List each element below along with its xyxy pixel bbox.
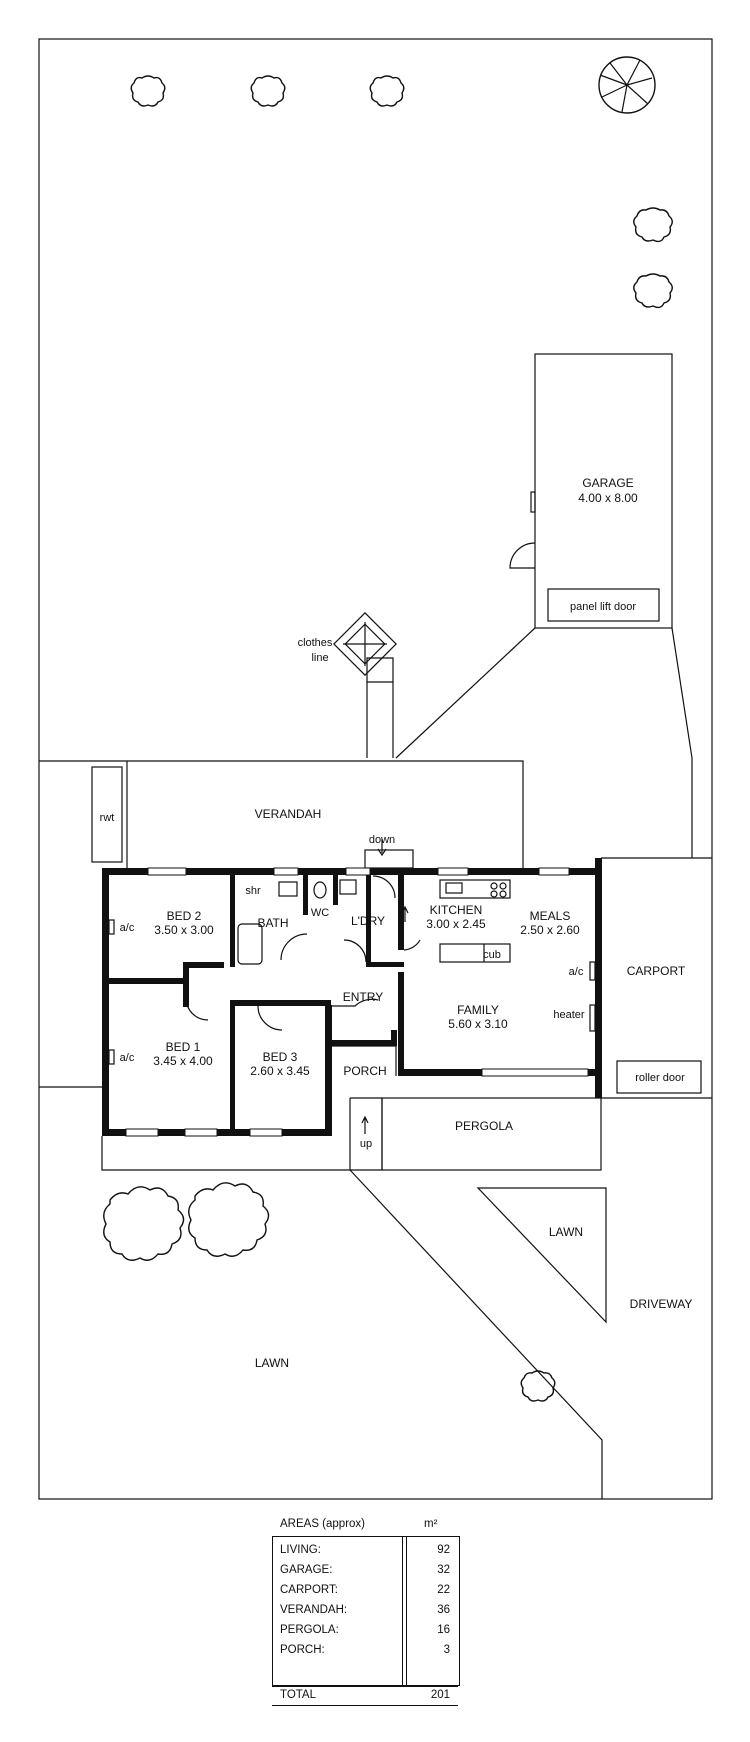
areas-title: AREAS (approx) xyxy=(280,1518,366,1530)
areas-box xyxy=(272,1536,460,1686)
garage-dims: 4.00 x 8.00 xyxy=(578,491,638,505)
garage-label: GARAGE xyxy=(582,476,633,490)
tree-icon xyxy=(250,75,286,107)
roller-door-label: roller door xyxy=(635,1072,685,1084)
areas-unit: m² xyxy=(424,1518,438,1530)
steps-down xyxy=(364,849,414,869)
basin xyxy=(278,881,298,897)
windows xyxy=(125,867,589,1137)
areas-row: LIVING: 92 xyxy=(280,1544,450,1556)
carport-label: CARPORT xyxy=(627,964,686,978)
clothes-line-label: clothes xyxy=(298,637,333,649)
garage-side-door xyxy=(509,542,536,569)
lawn-right-label: LAWN xyxy=(549,1225,583,1239)
roller-door xyxy=(616,1060,702,1094)
ac-bed1-label: a/c xyxy=(120,1052,135,1064)
bed3-label: BED 3 xyxy=(263,1050,298,1064)
door-swings xyxy=(185,875,421,1031)
shrub-icon xyxy=(103,1186,185,1261)
ac-family-label: a/c xyxy=(569,966,584,978)
shr-label: shr xyxy=(245,885,261,897)
verandah-label: VERANDAH xyxy=(255,807,322,821)
family-label: FAMILY xyxy=(457,1003,499,1017)
tree-icon xyxy=(520,1370,556,1402)
bed2-label: BED 2 xyxy=(167,909,202,923)
driveway-label: DRIVEWAY xyxy=(630,1297,693,1311)
pergola-label: PERGOLA xyxy=(455,1119,513,1133)
areas-total-row: TOTAL 201 xyxy=(272,1686,458,1706)
toilet xyxy=(313,881,327,899)
tree-icon xyxy=(633,273,673,309)
driveway-edge xyxy=(671,627,693,858)
tree-icon xyxy=(369,75,405,107)
lawn-triangle xyxy=(476,1187,607,1324)
path-line xyxy=(395,627,536,759)
palm-tree-icon xyxy=(598,56,656,114)
up-label: up xyxy=(360,1138,372,1150)
down-label: down xyxy=(369,834,395,846)
meals-dims: 2.50 x 2.60 xyxy=(520,923,580,937)
bath-label: BATH xyxy=(257,916,288,930)
lawn-label: LAWN xyxy=(255,1356,289,1370)
rainwater-tank xyxy=(91,766,123,863)
property-boundary xyxy=(38,38,713,1500)
panel-lift-door-label: panel lift door xyxy=(570,601,636,613)
wc-label: WC xyxy=(311,907,329,919)
areas-total-value: 201 xyxy=(430,1689,450,1701)
bed1-label: BED 1 xyxy=(166,1040,201,1054)
panel-lift-door xyxy=(547,588,660,622)
kitchen-label: KITCHEN xyxy=(430,903,483,917)
areas-row: PORCH: 3 xyxy=(280,1644,450,1656)
areas-row: PERGOLA: 16 xyxy=(280,1624,450,1636)
clothes-line-label-2: line xyxy=(311,652,328,664)
kitchen-cupboard xyxy=(439,943,511,963)
heater-label: heater xyxy=(553,1009,585,1021)
bed1-dims: 3.45 x 4.00 xyxy=(153,1054,213,1068)
cub-label: cub xyxy=(483,949,501,961)
ac-bed2-label: a/c xyxy=(120,922,135,934)
laundry-label: L'DRY xyxy=(351,914,385,928)
areas-total-label: TOTAL xyxy=(280,1689,316,1701)
meals-label: MEALS xyxy=(530,909,571,923)
areas-row: VERANDAH: 36 xyxy=(280,1604,450,1616)
verandah xyxy=(39,760,524,868)
areas-row: CARPORT: 22 xyxy=(280,1584,450,1596)
bed3-dims: 2.60 x 3.45 xyxy=(250,1064,310,1078)
kitchen-bench xyxy=(439,879,511,899)
areas-header: AREAS (approx) m² xyxy=(272,1516,460,1534)
carport xyxy=(601,857,712,1099)
tree-icon xyxy=(633,207,673,243)
kitchen-dims: 3.00 x 2.45 xyxy=(426,917,486,931)
tree-icon xyxy=(130,75,166,107)
clothes-line-icon xyxy=(333,612,397,758)
areas-table: AREAS (approx) m² LIVING: 92 GARAGE: 32 … xyxy=(272,1516,460,1706)
family-dims: 5.60 x 3.10 xyxy=(448,1017,508,1031)
bed2-dims: 3.50 x 3.00 xyxy=(154,923,214,937)
entry-label: ENTRY xyxy=(343,990,383,1004)
rwt-label: rwt xyxy=(100,812,115,824)
porch xyxy=(332,1045,397,1076)
garage xyxy=(534,353,673,629)
porch-label: PORCH xyxy=(343,1064,386,1078)
areas-row: GARAGE: 32 xyxy=(280,1564,450,1576)
driveway-left-edge xyxy=(349,1169,603,1499)
shrub-icon xyxy=(188,1182,270,1257)
bathtub xyxy=(237,923,263,965)
pergola xyxy=(381,1097,602,1171)
